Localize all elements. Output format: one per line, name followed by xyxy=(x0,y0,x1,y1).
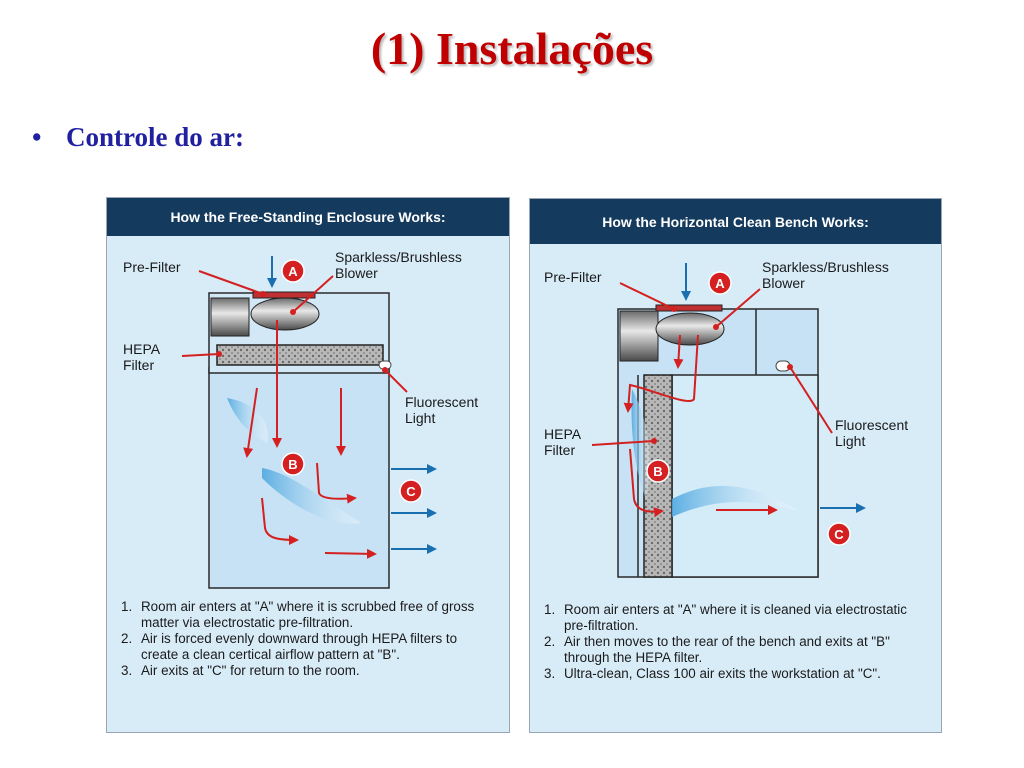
label-pre-filter: Pre-Filter xyxy=(544,269,602,285)
marker-b-label: B xyxy=(288,457,297,472)
marker-b xyxy=(646,459,670,483)
bullet-item: • Controle do ar: xyxy=(32,122,244,153)
step-number: 2. xyxy=(121,631,133,646)
airflow-arrow xyxy=(629,448,664,518)
panel-header: How the Free-Standing Enclosure Works: xyxy=(107,198,509,236)
bullet-text: Controle do ar: xyxy=(66,122,244,152)
leader-line xyxy=(715,288,761,328)
label-blower-line1: Sparkless/Brushless xyxy=(335,249,462,265)
leader-line xyxy=(181,353,220,357)
free-standing-enclosure-panel: How the Free-Standing Enclosure Works: xyxy=(106,197,510,733)
blower-motor xyxy=(210,297,250,337)
blower-fan xyxy=(655,312,725,346)
leader-line xyxy=(591,440,655,446)
step-number: 3. xyxy=(121,663,133,678)
label-hepa-line2: Filter xyxy=(544,442,576,458)
marker-b xyxy=(281,452,305,476)
step-text: Air exits at "C" for return to the room. xyxy=(141,663,360,678)
marker-a xyxy=(281,259,305,283)
airflow-swoosh xyxy=(262,468,362,524)
clean-bench-diagram: A B C xyxy=(591,263,866,578)
leader-line xyxy=(789,366,833,434)
bullet-dot: • xyxy=(32,122,42,152)
marker-c xyxy=(399,479,423,503)
step-text: Room air enters at "A" where it is clean… xyxy=(564,602,907,633)
label-light-line2: Light xyxy=(405,410,436,426)
step-text: Ultra-clean, Class 100 air exits the wor… xyxy=(564,666,881,681)
step-item: 1. Room air enters at "A" where it is cle… xyxy=(544,602,928,634)
marker-a-label: A xyxy=(715,276,725,291)
step-item: 3. Air exits at "C" for return to the roo… xyxy=(121,663,497,679)
step-number: 3. xyxy=(544,666,556,681)
airflow-arrow xyxy=(261,497,299,545)
pre-filter-strip xyxy=(655,304,723,312)
steps-list: 1. Room air enters at "A" where it is cle… xyxy=(544,602,928,682)
step-number: 1. xyxy=(544,602,556,617)
enclosure-diagram: A B C xyxy=(181,256,437,589)
label-light-line1: Fluorescent xyxy=(405,394,479,410)
leader-dot xyxy=(713,324,719,330)
step-item: 2. Air then moves to the rear of the benc… xyxy=(544,634,928,666)
steps-list: 1. Room air enters at "A" where it is scr… xyxy=(121,599,497,679)
airflow-arrow xyxy=(324,548,377,559)
label-hepa-line1: HEPA xyxy=(544,426,582,442)
airflow-swoosh xyxy=(631,389,650,499)
leader-dot xyxy=(787,364,793,370)
leader-dot xyxy=(671,306,677,312)
leader-dot xyxy=(260,291,266,297)
step-item: 3. Ultra-clean, Class 100 air exits the w… xyxy=(544,666,928,682)
marker-a xyxy=(708,271,732,295)
label-pre-filter: Pre-Filter xyxy=(123,259,181,275)
step-text: Air is forced evenly downward through HE… xyxy=(141,631,458,662)
horizontal-clean-bench-panel: How the Horizontal Clean Bench Works: xyxy=(529,198,942,733)
pre-filter-strip xyxy=(252,291,316,299)
airflow-arrow xyxy=(243,387,258,458)
airflow-arrow xyxy=(623,334,699,413)
airflow-arrow xyxy=(673,334,684,369)
leader-dot xyxy=(382,367,388,373)
airflow-swoosh xyxy=(227,398,268,443)
step-item: 2. Air is forced evenly downward through … xyxy=(121,631,497,663)
label-light-line1: Fluorescent xyxy=(835,417,909,433)
leader-dot xyxy=(651,438,657,444)
label-hepa-line2: Filter xyxy=(123,357,155,373)
slide-title: (1) Instalações xyxy=(370,23,654,74)
leader-dot xyxy=(290,309,296,315)
bench-work-area xyxy=(671,374,819,578)
label-blower-line1: Sparkless/Brushless xyxy=(762,259,889,275)
marker-c-label: C xyxy=(406,484,416,499)
airflow-arrow xyxy=(316,462,357,504)
marker-b-label: B xyxy=(653,464,662,479)
airflow-swoosh xyxy=(672,485,798,517)
marker-a-label: A xyxy=(288,264,298,279)
leader-dot xyxy=(216,351,222,357)
step-text: Air then moves to the rear of the bench … xyxy=(564,634,890,665)
step-item: 1. Room air enters at "A" where it is scr… xyxy=(121,599,497,631)
step-number: 2. xyxy=(544,634,556,649)
blower-motor xyxy=(619,310,659,362)
leader-line xyxy=(619,282,675,310)
marker-c xyxy=(827,522,851,546)
panel-header: How the Horizontal Clean Bench Works: xyxy=(530,199,941,244)
leader-line xyxy=(384,369,408,393)
label-light-line2: Light xyxy=(835,433,866,449)
leader-line xyxy=(198,270,264,295)
step-number: 1. xyxy=(121,599,133,614)
marker-c-label: C xyxy=(834,527,844,542)
hepa-filter xyxy=(216,344,384,366)
leader-line xyxy=(292,275,334,313)
blower-fan xyxy=(250,297,320,331)
label-hepa-line1: HEPA xyxy=(123,341,161,357)
label-blower-line2: Blower xyxy=(762,275,805,291)
step-text: Room air enters at "A" where it is scrub… xyxy=(141,599,475,630)
label-blower-line2: Blower xyxy=(335,265,378,281)
